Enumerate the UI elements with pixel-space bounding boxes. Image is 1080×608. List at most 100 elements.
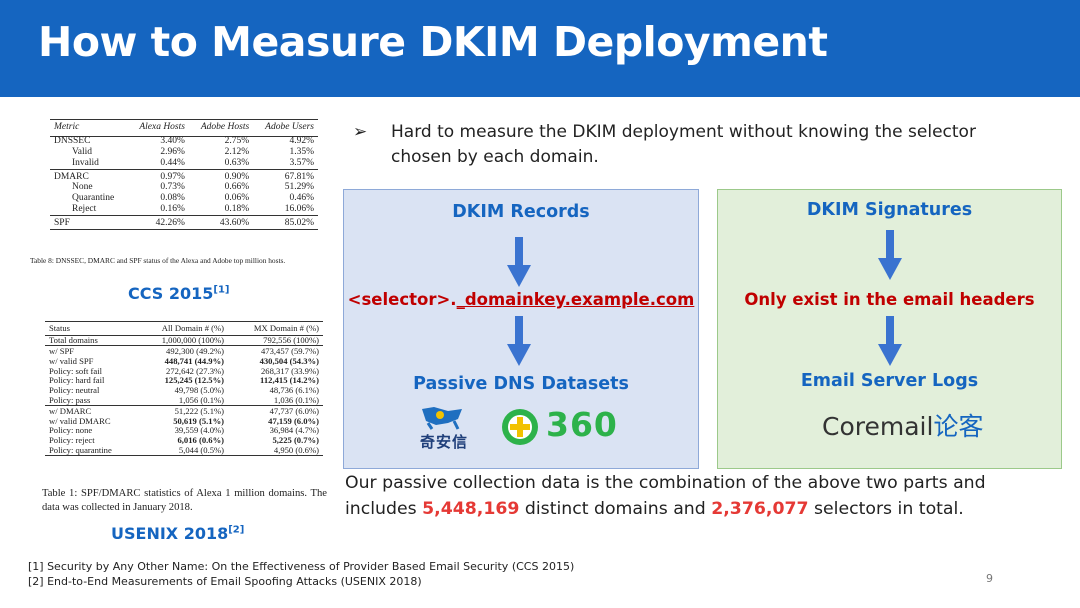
table-cell: 0.06%: [224, 193, 250, 204]
table-cell: Invalid: [72, 157, 99, 168]
table-cell: 49,798 (5.0%): [174, 385, 225, 396]
coremail-logo-cn: 论客: [933, 412, 984, 441]
arrow-bullet-icon: ➢: [353, 122, 368, 142]
dkim-signatures-title: DKIM Signatures: [806, 200, 973, 220]
down-arrow-icon: [878, 316, 902, 366]
usenix-label-text: USENIX 2018: [111, 524, 229, 543]
usenix-ref: [2]: [228, 524, 245, 536]
bold-value: 448,741 (44.9%): [164, 355, 225, 366]
table-cell: 2.12%: [224, 146, 250, 157]
table-cell: 4,950 (0.6%): [273, 444, 319, 455]
table-header-cell: Adobe Users: [253, 119, 318, 137]
title-bar: How to Measure DKIM Deployment: [0, 0, 1080, 97]
coremail-logo-text: Coremail: [822, 412, 934, 441]
table-cell: 0.90%: [188, 168, 254, 183]
table-cell: Reject: [72, 203, 97, 214]
table-cell: 0.08%: [160, 193, 185, 204]
table-row: Policy: quarantine 5,044 (0.5%) 4,950 (0.6…: [45, 445, 323, 455]
down-arrow-icon: [878, 230, 902, 280]
bold-value: 125,245 (12.5%): [164, 375, 225, 386]
table-cell: 0.66%: [224, 182, 250, 193]
coremail-logo: Coremail论客: [822, 407, 983, 443]
table-cell: 0.73%: [160, 182, 185, 193]
360-logo: 360: [500, 405, 640, 447]
table-header-row: Status All Domain # (%) MX Domain # (%): [45, 321, 323, 336]
table-cell: Policy: quarantine: [49, 444, 112, 455]
table-cell: 2.75%: [224, 136, 250, 147]
table-cell: 1.35%: [289, 146, 314, 157]
table-cell: 47,159 (6.0%): [228, 416, 323, 426]
table-header-row: Metric Alexa Hosts Adobe Hosts Adobe Use…: [50, 119, 318, 137]
reference-1: [1] Security by Any Other Name: On the E…: [28, 560, 575, 573]
down-arrow-icon: [507, 237, 531, 287]
bold-value: 47,159 (6.0%): [268, 415, 319, 426]
table-cell: 39,559 (4.0%): [174, 425, 225, 436]
table-cell: 5,044 (0.5%): [178, 444, 225, 455]
selector-prefix: <selector>.: [347, 290, 457, 309]
table-cell: 51,222 (5.1%): [136, 405, 229, 416]
table1-caption: Table 8: DNSSEC, DMARC and SPF status of…: [30, 256, 286, 265]
ccs-ref: [1]: [213, 284, 230, 296]
table-cell: 3.57%: [289, 157, 314, 168]
table-cell: 1,000,000 (100%): [161, 335, 225, 346]
360-logo-text: 360: [546, 405, 618, 444]
email-headers-text: Only exist in the email headers: [744, 290, 1035, 309]
table-cell: 272,642 (27.3%): [166, 365, 225, 376]
table-cell: 16.06%: [284, 203, 314, 214]
table-row: Policy: none 39,559 (4.0%) 36,984 (4.7%): [45, 426, 323, 436]
dkim-records-title: DKIM Records: [452, 202, 590, 222]
dkim-signatures-box: DKIM Signatures Only exist in the email …: [717, 189, 1062, 469]
page-number: 9: [986, 572, 993, 585]
table-cell: Policy: neutral: [49, 385, 100, 396]
bold-value: 6,016 (0.6%): [177, 435, 225, 446]
table-cell: 50,619 (5.1%): [137, 416, 228, 426]
table-cell: Total domains: [49, 335, 98, 346]
table-cell: 0.97%: [127, 168, 189, 183]
table-cell: 0.46%: [289, 193, 314, 204]
selector-domain: _domainkey.example.com: [456, 290, 695, 309]
table-cell: 42.26%: [127, 215, 189, 230]
table-cell: 0.18%: [224, 203, 250, 214]
bold-value: 50,619 (5.1%): [173, 415, 225, 426]
table-cell: 430,504 (54.3%): [228, 356, 323, 366]
spf-dmarc-table: Status All Domain # (%) MX Domain # (%) …: [45, 321, 323, 457]
table-cell: w/ DMARC: [45, 405, 137, 416]
ccs-label-text: CCS 2015: [128, 284, 214, 303]
reference-2: [2] End-to-End Measurements of Email Spo…: [28, 575, 422, 589]
table-cell: Policy: pass: [49, 394, 91, 405]
slide-title: How to Measure DKIM Deployment: [38, 18, 828, 66]
ccs-label: CCS 2015[1]: [128, 284, 230, 303]
summary-text: Our passive collection data is the combi…: [345, 471, 1045, 523]
table-cell: 43.60%: [188, 215, 254, 230]
table-cell: 448,741 (44.9%): [137, 356, 228, 366]
table-cell: w/ SPF: [45, 345, 137, 357]
table-cell: 1,036 (0.1%): [273, 394, 319, 405]
down-arrow-icon: [507, 316, 531, 366]
table-cell: 792,556 (100%): [263, 335, 319, 346]
table-cell: 36,984 (4.7%): [269, 425, 319, 436]
table-cell: 112,415 (14.2%): [228, 376, 323, 386]
table-cell: Policy: none: [49, 425, 93, 436]
bullet-text: Hard to measure the DKIM deployment with…: [391, 122, 976, 167]
selector-domain-text: <selector>._domainkey.example.com: [344, 290, 698, 309]
table-header-cell: Status: [45, 321, 137, 336]
table-cell: 4.92%: [289, 136, 314, 147]
table-cell: Valid: [72, 146, 93, 157]
table-cell: 0.63%: [224, 157, 250, 168]
table-cell: 85.02%: [253, 215, 318, 230]
table-cell: 492,300 (49.2%): [136, 345, 229, 357]
domain-count: 5,448,169: [422, 498, 520, 519]
table-cell: 5,225 (0.7%): [228, 436, 323, 446]
table-cell: None: [72, 182, 93, 193]
table-cell: 473,457 (59.7%): [228, 345, 323, 357]
table2-caption: Table 1: SPF/DMARC statistics of Alexa 1…: [42, 488, 327, 514]
